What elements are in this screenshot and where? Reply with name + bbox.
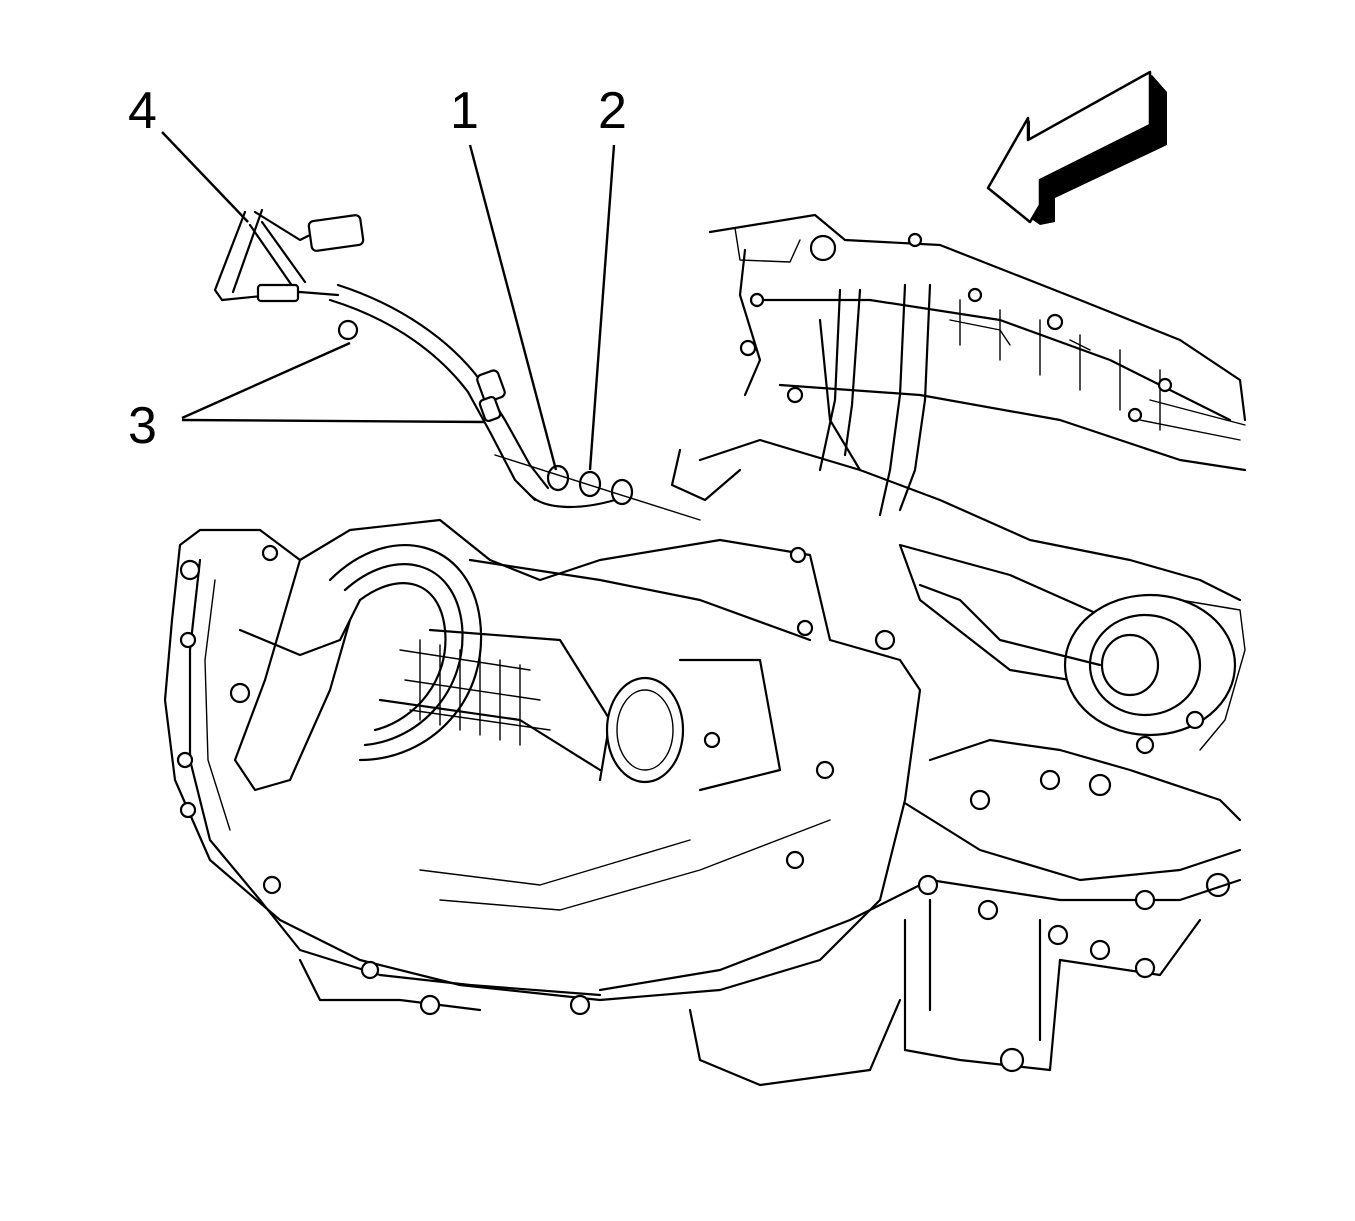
leader-4 [161,131,249,223]
callout-1: 1 [450,82,479,140]
callout-2: 2 [598,82,627,140]
callout-leaders [161,131,616,471]
wiring-harness [213,208,701,521]
leader-3b [181,418,486,424]
callout-4: 4 [128,82,157,140]
oil-pan [258,819,1242,1087]
callout-3: 3 [128,397,157,455]
converter-housing [670,438,1246,898]
front-direction-arrow-icon [986,70,1167,225]
engine-block [708,213,1247,517]
leader-1 [468,144,558,471]
transmission-case [163,518,922,1002]
leader-3a [181,341,351,420]
leader-2 [588,144,616,471]
